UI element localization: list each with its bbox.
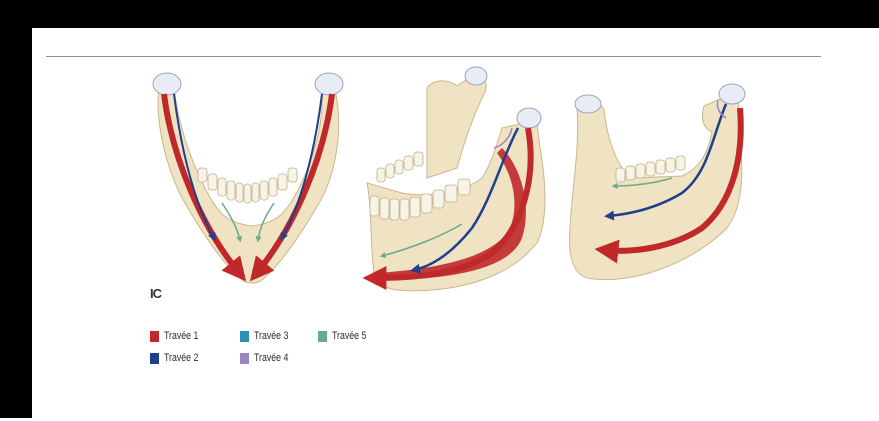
mandible-lateral-view	[570, 84, 745, 280]
legend-label: Travée 4	[254, 352, 288, 364]
figure-panel: IC Travée 1 Travée 3 Travée 5 Travée 2 T…	[32, 28, 879, 421]
legend-swatch	[318, 331, 327, 342]
legend-item: Travée 3	[240, 328, 297, 344]
legend-swatch	[240, 331, 249, 342]
legend-item: Travée 4	[240, 350, 297, 366]
legend-label: Travée 3	[254, 330, 288, 342]
legend-item: Travée 1	[150, 328, 207, 344]
legend-swatch	[150, 331, 159, 342]
legend: Travée 1 Travée 3 Travée 5 Travée 2 Trav…	[150, 328, 410, 388]
legend-label: Travée 2	[164, 352, 198, 364]
corner-mark: IC	[150, 286, 161, 301]
legend-item: Travée 2	[150, 350, 207, 366]
mandible-front-view	[153, 73, 343, 283]
mandible-oblique-view	[367, 67, 545, 291]
legend-label: Travée 1	[164, 330, 198, 342]
legend-item: Travée 5	[318, 328, 375, 344]
legend-label: Travée 5	[332, 330, 366, 342]
legend-swatch	[240, 353, 249, 364]
legend-swatch	[150, 353, 159, 364]
